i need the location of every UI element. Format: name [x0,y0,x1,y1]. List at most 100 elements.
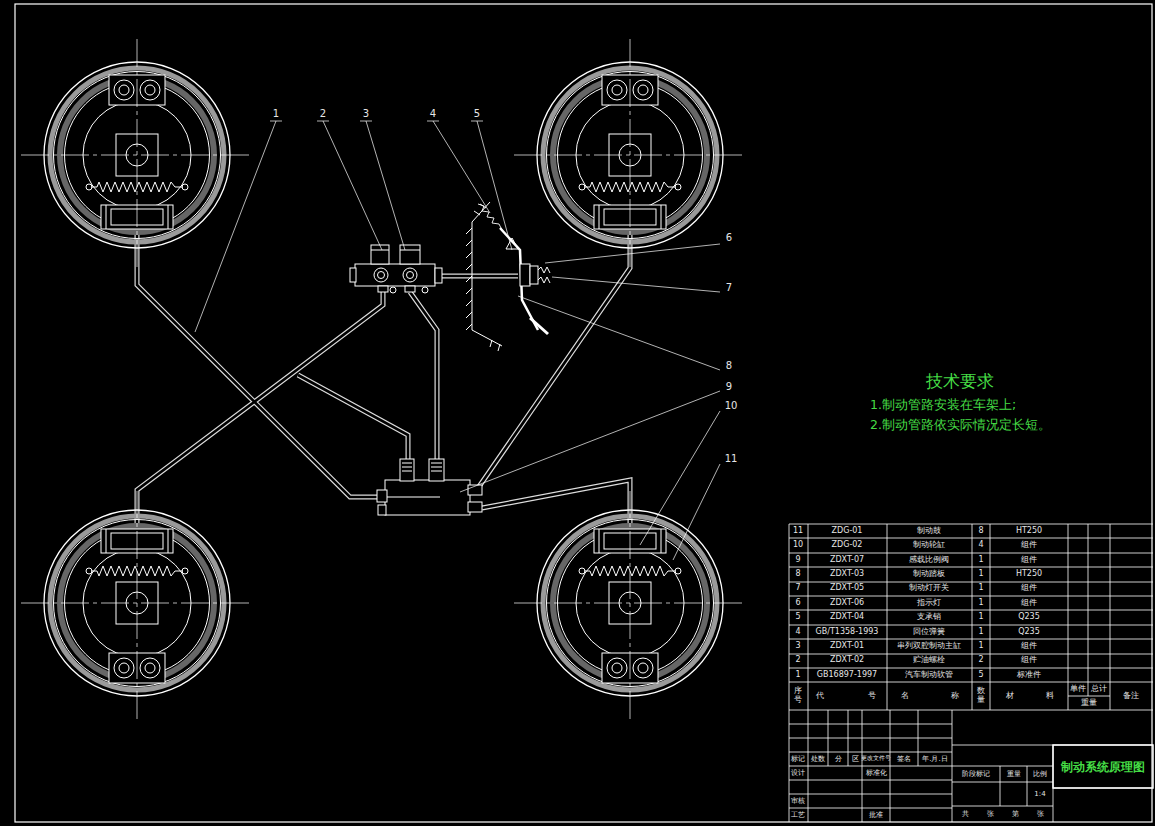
callout-number: 11 [725,454,738,464]
parts-table [789,524,1110,822]
table-cell: 贮油螺栓 [913,656,945,664]
table-cell: 1 [795,671,800,679]
proportioning-valve [400,459,414,481]
master-cylinder [350,268,356,282]
master-cylinder [374,268,388,282]
drum-brake [21,39,746,719]
table-cell: 1 [978,570,983,578]
table-cell: ZDXT-03 [830,570,864,578]
table-cell: 5 [795,613,800,621]
master-cylinder [350,245,442,293]
table-cell: GB16897-1997 [817,671,877,679]
title-block-cell: 处数 [811,756,825,763]
leader-line [195,121,720,560]
master-cylinder [403,268,417,282]
title-block [789,710,1153,822]
drawing-title: 制动系统原理图 [1061,761,1145,773]
leader-line [640,411,720,545]
table-header: 重量 [1081,699,1097,707]
table-cell: ZDXT-06 [830,599,864,607]
drum-brake [514,487,746,719]
table-cell: 制动轮缸 [913,541,945,549]
callout-number: 3 [363,109,369,119]
table-cell: 感载比例阀 [909,556,949,564]
table-header: 备注 [1123,692,1139,700]
table-cell: 组件 [1021,556,1037,564]
table-header: 单件 [1070,685,1086,693]
master-cylinder [378,272,385,279]
table-cell: 2 [795,656,800,664]
brake-pedal [472,202,502,346]
table-header: 材 [1006,692,1014,700]
title-block-cell: 重量 [1007,771,1021,778]
title-block-cell: 共 [962,811,969,818]
table-cell: 1 [978,642,983,650]
parts-table [789,524,1153,822]
master-cylinder [407,272,414,279]
title-block [952,745,1153,806]
title-block-cell: 阶段标记 [962,771,990,778]
proportioning-valve [429,459,444,481]
title-block-cell: 批准 [869,812,883,819]
brake-pedal [538,277,550,283]
table-cell: 9 [795,556,800,564]
brake-pipe [137,229,630,530]
table-cell: 8 [795,570,800,578]
brake-pedal [538,267,550,273]
proportioning-valve [468,502,482,512]
table-header: 名 [901,692,909,700]
master-cylinder [378,286,388,292]
callout-number: 8 [726,361,732,371]
title-block-cell: 张 [1037,811,1044,818]
table-cell: 1 [978,599,983,607]
callout-number: 1 [273,109,279,119]
table-cell: ZDXT-01 [830,642,864,650]
table-cell: 回位弹簧 [913,628,945,636]
brake-pedal [530,318,548,334]
callout-number: 6 [726,233,732,243]
leader-line [471,121,512,250]
table-cell: 5 [978,671,983,679]
drum-brake [21,487,253,719]
brake-pedal [500,228,538,330]
table-header: 总计 [1091,685,1107,693]
title-block-cell: 标准化 [866,770,887,777]
table-cell: 组件 [1021,584,1037,592]
title-block-cell: 比例 [1033,771,1047,778]
drawing-frame [15,4,1152,822]
table-cell: HT250 [1016,570,1042,578]
table-cell: 10 [793,541,803,549]
table-cell: 汽车制动软管 [905,671,953,679]
leader-line [552,277,720,292]
title-block [1053,745,1153,788]
table-header: 代 [816,692,824,700]
title-block [1000,745,1053,822]
table-cell: 8 [978,527,983,535]
master-cylinder [405,286,415,292]
title-block-cell: 1:4 [1034,791,1045,798]
master-cylinder [435,268,442,283]
title-block-cell: 分 [835,756,842,763]
master-cylinder [371,250,389,251]
master-cylinder [422,287,428,293]
table-cell: ZDXT-04 [830,613,864,621]
master-cylinder [371,245,389,264]
proportioning-valve [378,505,386,515]
table-cell: 制动鼓 [917,527,941,535]
master-cylinder [355,264,435,286]
title-block-cell: 设计 [791,770,805,777]
title-block-cell: 签名 [897,756,911,763]
table-cell: 制动灯开关 [909,584,949,592]
brake-pedal [466,204,500,351]
table-header: 号 [868,692,876,700]
table-header: 料 [1046,692,1054,700]
table-header: 序号 [794,687,802,705]
table-cell: 支承销 [917,613,941,621]
leader-line [317,121,382,250]
proportioning-valve [385,497,440,498]
table-cell: 2 [978,656,983,664]
drum-brake [21,39,253,271]
callout-number: 5 [474,109,480,119]
proportioning-valve [402,463,442,471]
